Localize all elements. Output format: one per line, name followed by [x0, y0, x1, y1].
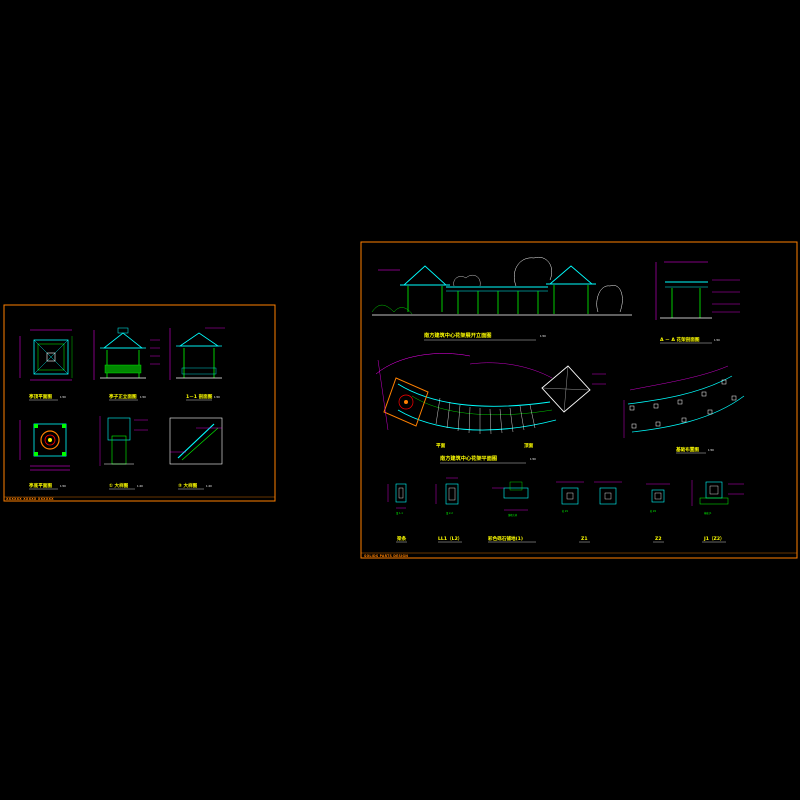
detail-row: 梁 1-1 梁条 梁 2-2 LL1（L2） 铺地大样 [387, 477, 744, 543]
detail-z2-title: Z2 [655, 536, 662, 542]
foundation-title: 基础布置图 [675, 446, 699, 453]
front-elevation-title: 亭子正立面图 [109, 393, 137, 400]
front-elevation-scale: 1:50 [140, 395, 146, 399]
plan-scale: 1:50 [530, 457, 536, 461]
detail-ll1-note: 梁 2-2 [446, 511, 453, 515]
detail-gravel-note: 铺地大样 [508, 513, 518, 517]
floor-plan-scale: 1:50 [60, 484, 66, 488]
foundation-scale: 1:50 [708, 448, 714, 452]
detail-z2-note: 柱 Z2 [650, 509, 657, 513]
detail-1-title: ① 大样图 [109, 482, 129, 489]
detail-beam-strip-title: 梁条 [396, 535, 407, 542]
view-foundation: 基础布置图 1:50 [623, 365, 745, 454]
left-sheet-brand: XXXXXX XXXXX XXXXXX [6, 497, 54, 501]
detail-2-title: ② 大样图 [178, 482, 198, 489]
detail-gravel: 铺地大样 彩色砾石铺地(1) [487, 481, 536, 543]
plan-label-plan: 平面 [436, 442, 446, 449]
left-sheet: XXXXXX XXXXX XXXXXX 亭顶平面图 1:50 [3, 304, 276, 502]
detail-z1-note: 柱 Z1 [562, 509, 569, 513]
detail-j1-note: 基础 J1 [704, 511, 712, 515]
view-floor-plan: 亭底平面图 1:50 [19, 420, 70, 490]
view-detail-2: ② 大样图 1:20 [169, 417, 223, 490]
elevation-title: 南方建筑中心花架展开立面图 [424, 331, 491, 339]
view-section-a: A － A 花架剖面图 1:50 [655, 261, 740, 344]
detail-beam-strip: 梁 1-1 梁条 [387, 483, 407, 543]
detail-2-scale: 1:20 [206, 484, 212, 488]
view-section-1-1: 1－1 剖面图 1:50 [169, 327, 225, 401]
view-roof-plan: 亭顶平面图 1:50 [19, 329, 73, 401]
detail-1-scale: 1:20 [137, 484, 143, 488]
detail-ll1-title: LL1（L2） [438, 536, 462, 542]
detail-j1-title: J1（Z2） [703, 536, 725, 542]
floor-plan-title: 亭底平面图 [29, 482, 52, 489]
elevation-scale: 1:50 [540, 334, 546, 338]
right-sheet: SOLIDS PARTS DESIGN [360, 241, 798, 559]
detail-z2: 柱 Z2 Z2 [646, 483, 670, 543]
detail-beam-strip-note: 梁 1-1 [396, 511, 403, 515]
left-sheet-frame [3, 304, 276, 502]
right-sheet-frame [360, 241, 798, 559]
section-a-title: A － A 花架剖面图 [660, 336, 700, 343]
detail-z1-title: Z1 [581, 536, 588, 542]
section-1-1-title: 1－1 剖面图 [186, 393, 213, 400]
detail-ll1: 梁 2-2 LL1（L2） [435, 477, 462, 543]
view-pergola-elevation: 南方建筑中心花架展开立面图 1:50 [371, 256, 632, 341]
right-sheet-brand: SOLIDS PARTS DESIGN [364, 554, 408, 558]
view-pergola-plan: 平面 顶面 南方建筑中心花架平面图 1:50 [375, 353, 606, 464]
view-detail-1: ① 大样图 1:20 [99, 416, 148, 490]
detail-gravel-title: 彩色砾石铺地(1) [487, 535, 523, 542]
roof-plan-scale: 1:50 [60, 395, 66, 399]
section-1-1-scale: 1:50 [214, 395, 220, 399]
view-front-elevation: 亭子正立面图 1:50 [93, 327, 160, 401]
roof-plan-title: 亭顶平面图 [29, 393, 52, 400]
detail-z1: 柱 Z1 Z1 [556, 481, 622, 543]
detail-j1: 基础 J1 J1（Z2） [691, 480, 744, 543]
plan-label-roof: 顶面 [524, 442, 534, 449]
section-a-scale: 1:50 [714, 338, 720, 342]
plan-title: 南方建筑中心花架平面图 [440, 454, 497, 462]
